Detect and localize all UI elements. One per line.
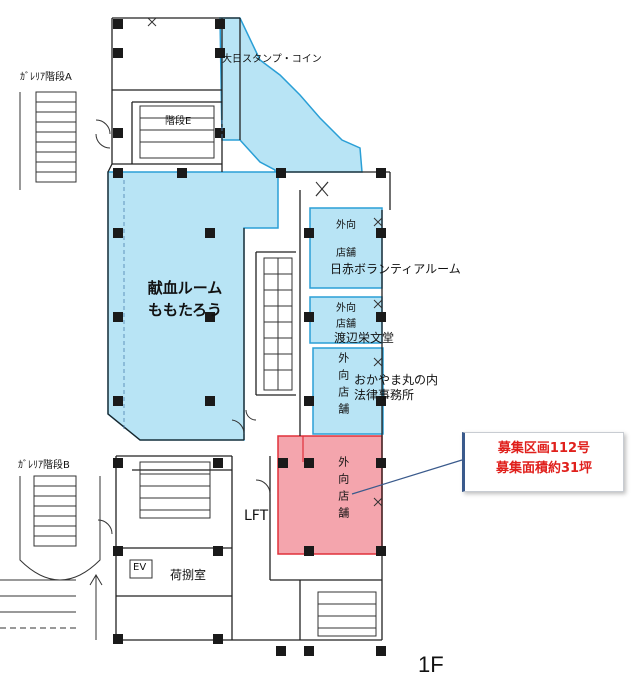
law-office-line-2: 法律事務所 xyxy=(354,388,415,402)
blood-room-label: 献血ルーム ももたろう xyxy=(130,278,240,322)
walls xyxy=(107,17,391,641)
blood-room-line-2: ももたろう xyxy=(147,300,223,319)
ev-label: EV xyxy=(133,562,147,573)
law-office-label: おかやま丸の内 法律事務所 xyxy=(354,373,438,403)
doors xyxy=(95,17,383,535)
law-office-line-1: おかやま丸の内 xyxy=(354,373,439,387)
stamp-coin-label: 大日スタンプ・コイン xyxy=(222,54,322,65)
outer-shop-2-a: 外向 xyxy=(336,303,356,314)
red-cross-area xyxy=(309,207,383,289)
floor-label: 1F xyxy=(418,652,444,677)
watanabe-label: 渡辺栄文堂 xyxy=(334,331,395,345)
outer-shop-2-b: 店舗 xyxy=(336,319,356,330)
stairs xyxy=(0,91,377,640)
vacant-area-112 xyxy=(277,435,383,555)
elevator-label: LFT xyxy=(244,508,269,524)
outer-shop-vacant: 外向店舗 xyxy=(336,456,350,524)
cargo-room-label: 荷捌室 xyxy=(170,568,207,582)
outer-shop-1-b: 店舗 xyxy=(336,248,356,259)
callout-line-1: 募集区画112号 xyxy=(497,441,591,456)
vacancy-callout: 募集区画112号 募集面積約31坪 xyxy=(462,432,624,492)
stairs-b-label: ｶﾞﾚﾘｱ階段B xyxy=(18,460,70,471)
dashed-lines xyxy=(123,120,223,430)
red-cross-label: 日赤ボランティアルーム xyxy=(330,262,461,276)
columns xyxy=(113,19,386,656)
outer-shop-3: 外向店舗 xyxy=(336,352,350,420)
callout-line-2: 募集面積約31坪 xyxy=(495,460,593,476)
stamp-coin-area xyxy=(219,17,363,173)
outer-shop-1-a: 外向 xyxy=(336,220,356,231)
blood-room-line-1: 献血ルーム xyxy=(147,279,223,297)
stairs-a-label: ｶﾞﾚﾘｱ階段A xyxy=(20,72,72,83)
callout-pointer xyxy=(351,459,463,495)
stairs-e-label: 階段E xyxy=(165,116,192,127)
law-office-area xyxy=(312,347,384,435)
